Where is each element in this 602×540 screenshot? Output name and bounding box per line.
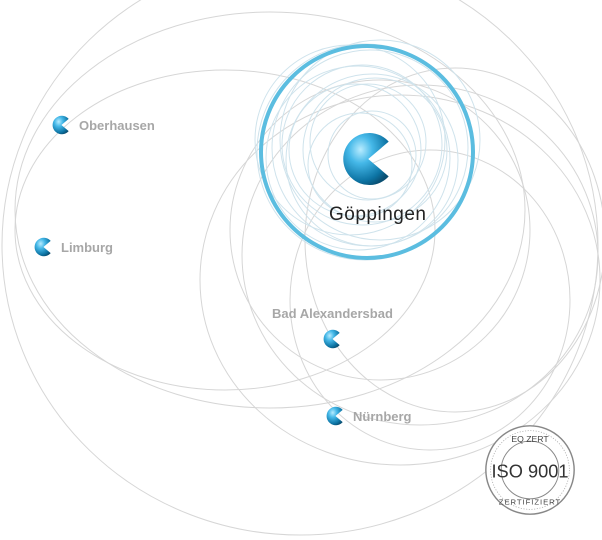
certification-main-text: ISO 9001	[491, 461, 568, 482]
location-label: Oberhausen	[79, 117, 155, 133]
company-logo-icon	[343, 132, 389, 186]
location-label: Göppingen	[329, 204, 427, 225]
certification-seal-icon: EQ ZERT ISO 9001 ZERTIFIZIERT	[485, 425, 575, 515]
location-oberhausen[interactable]: Oberhausen	[50, 114, 155, 136]
certification-bottom-text: ZERTIFIZIERT	[499, 498, 561, 507]
company-logo-icon	[34, 237, 51, 257]
company-logo-icon	[326, 406, 343, 426]
location-label: Bad Alexandersbad	[272, 306, 393, 321]
location-label: Limburg	[61, 239, 113, 255]
location-goeppingen[interactable]: Göppingen	[329, 128, 426, 225]
company-logo-icon	[324, 329, 341, 349]
location-nuernberg[interactable]: Nürnberg	[324, 405, 412, 427]
location-label: Nürnberg	[353, 408, 412, 424]
location-limburg[interactable]: Limburg	[32, 236, 113, 258]
location-bad-alexandersbad[interactable]: Bad Alexandersbad	[272, 306, 393, 350]
certification-top-text: EQ ZERT	[511, 434, 549, 444]
company-logo-icon	[52, 115, 69, 135]
